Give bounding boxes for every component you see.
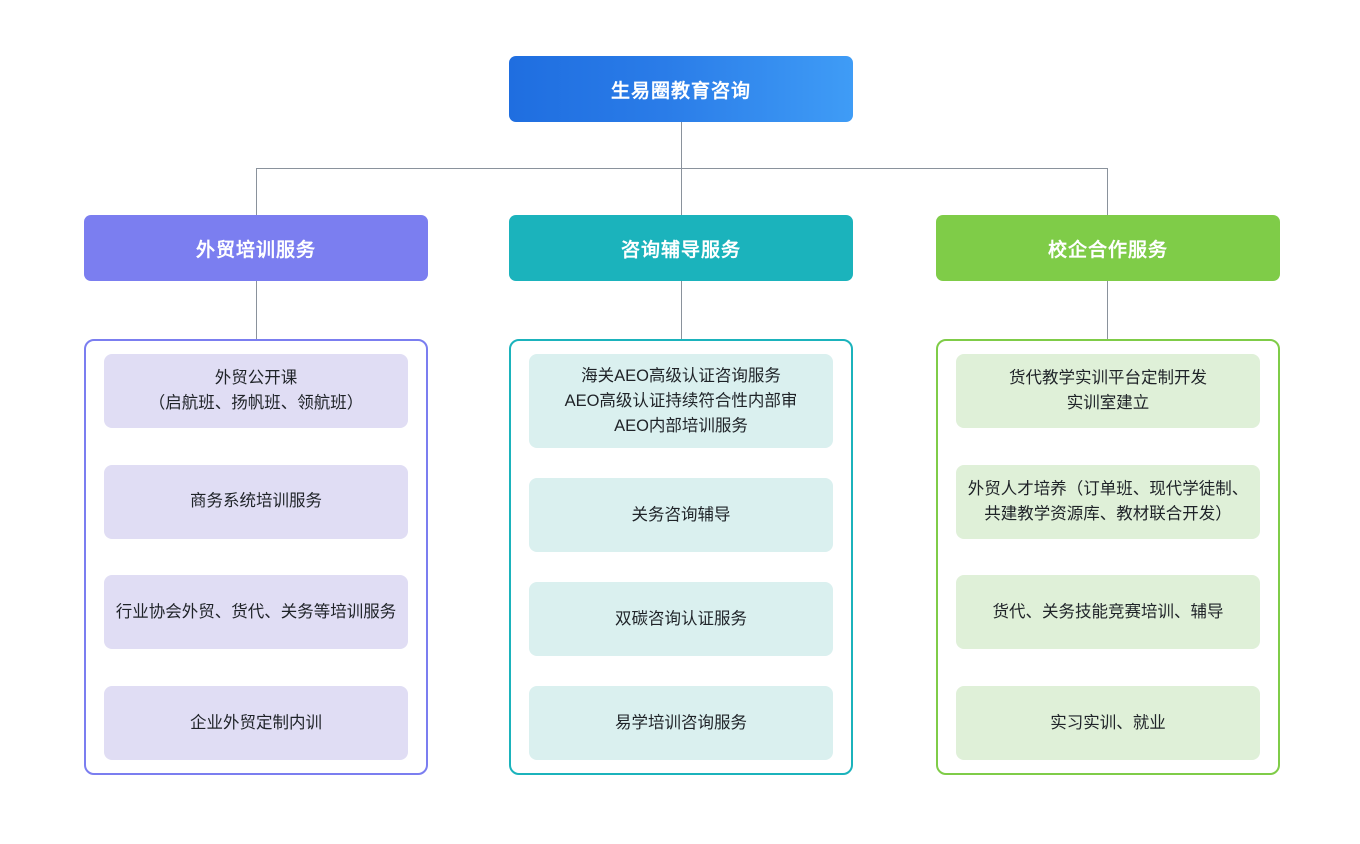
service-card[interactable]: 货代教学实训平台定制开发 实训室建立	[956, 354, 1260, 428]
connector-stem-branch-1	[256, 281, 257, 339]
service-card[interactable]: 外贸人才培养（订单班、现代学徒制、共建教学资源库、教材联合开发）	[956, 464, 1260, 539]
branch-header-waimao-peixun[interactable]: 外贸培训服务	[84, 215, 428, 281]
root-node[interactable]: 生易圈教育咨询	[509, 56, 853, 122]
branch-panel-waimao-peixun: 外贸公开课 （启航班、扬帆班、领航班） 商务系统培训服务 行业协会外贸、货代、关…	[84, 339, 428, 775]
service-card[interactable]: 海关AEO高级认证咨询服务 AEO高级认证持续符合性内部审 AEO内部培训服务	[529, 354, 833, 449]
service-card[interactable]: 双碳咨询认证服务	[529, 582, 833, 657]
service-card[interactable]: 行业协会外贸、货代、关务等培训服务	[104, 575, 408, 650]
connector-drop-branch-2	[681, 168, 682, 215]
branch-header-zixun-fudao[interactable]: 咨询辅导服务	[509, 215, 853, 281]
connector-root-stem	[681, 122, 682, 168]
service-card[interactable]: 企业外贸定制内训	[104, 685, 408, 760]
service-card[interactable]: 关务咨询辅导	[529, 478, 833, 553]
branch-header-xiaoqi-hezuo[interactable]: 校企合作服务	[936, 215, 1280, 281]
connector-stem-branch-3	[1107, 281, 1108, 339]
branch-column-waimao-peixun: 外贸培训服务 外贸公开课 （启航班、扬帆班、领航班） 商务系统培训服务 行业协会…	[84, 215, 428, 775]
service-card[interactable]: 商务系统培训服务	[104, 464, 408, 539]
root-node-label: 生易圈教育咨询	[610, 80, 751, 102]
branch-header-label: 外贸培训服务	[195, 239, 316, 261]
connector-stem-branch-2	[681, 281, 682, 339]
connector-drop-branch-3	[1107, 168, 1108, 215]
branch-header-label: 咨询辅导服务	[620, 239, 741, 261]
branch-column-zixun-fudao: 咨询辅导服务 海关AEO高级认证咨询服务 AEO高级认证持续符合性内部审 AEO…	[509, 215, 853, 775]
service-card[interactable]: 货代、关务技能竞赛培训、辅导	[956, 575, 1260, 650]
branch-panel-zixun-fudao: 海关AEO高级认证咨询服务 AEO高级认证持续符合性内部审 AEO内部培训服务 …	[509, 339, 853, 775]
service-card[interactable]: 外贸公开课 （启航班、扬帆班、领航班）	[104, 354, 408, 428]
branch-header-label: 校企合作服务	[1047, 239, 1168, 261]
connector-drop-branch-1	[256, 168, 257, 215]
service-card[interactable]: 实习实训、就业	[956, 685, 1260, 760]
branch-panel-xiaoqi-hezuo: 货代教学实训平台定制开发 实训室建立 外贸人才培养（订单班、现代学徒制、共建教学…	[936, 339, 1280, 775]
service-card[interactable]: 易学培训咨询服务	[529, 685, 833, 760]
branch-column-xiaoqi-hezuo: 校企合作服务 货代教学实训平台定制开发 实训室建立 外贸人才培养（订单班、现代学…	[936, 215, 1280, 775]
